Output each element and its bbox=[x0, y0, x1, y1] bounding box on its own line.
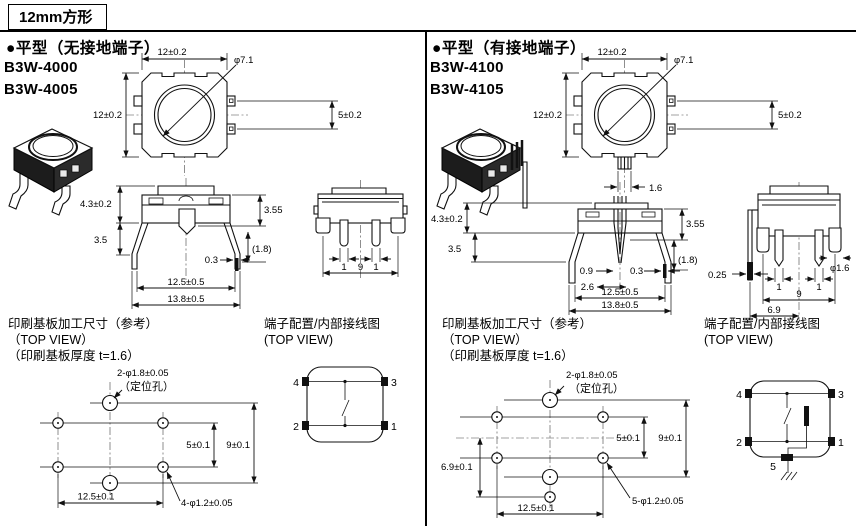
dim-label: 9 bbox=[796, 289, 801, 300]
dim-label: 1 bbox=[373, 262, 378, 273]
hole-note: （定位孔） bbox=[119, 379, 174, 393]
product-illustration-right bbox=[436, 128, 528, 216]
terminal-label: 4 bbox=[293, 377, 299, 389]
front-view-drawing-left: 1 1 9 bbox=[313, 180, 408, 280]
terminal-label: 2 bbox=[736, 437, 742, 449]
dim-label: φ7.1 bbox=[234, 55, 253, 66]
dim-label: 3.55 bbox=[686, 219, 705, 230]
top-view-drawing-right: 12±0.2 φ7.1 12±0.2 5±0.2 1.6 bbox=[533, 47, 802, 195]
dim-label: 12±0.2 bbox=[533, 110, 562, 121]
dim-label: 3.5 bbox=[448, 244, 461, 255]
hole-note: 2-φ1.8±0.05 bbox=[566, 370, 618, 381]
dim-label: 6.9±0.1 bbox=[441, 462, 473, 473]
circuit-subtitle: (TOP VIEW) bbox=[264, 333, 333, 347]
circuit-title: 端子配置/内部接线图 bbox=[704, 317, 820, 331]
series-size-label: 12mm方形 bbox=[19, 9, 93, 26]
hole-note: 5-φ1.2±0.05 bbox=[632, 496, 684, 507]
terminal-label: 4 bbox=[736, 389, 742, 401]
side-view-drawing-left: 4.3±0.2 3.5 3.55 (1.8) 0.3 12.5±0.5 13.8… bbox=[80, 178, 283, 309]
dim-label: 12.5±0.1 bbox=[78, 492, 115, 503]
dim-label: 0.9 bbox=[580, 266, 593, 277]
dim-label: 9±0.1 bbox=[226, 440, 250, 451]
top-rule bbox=[0, 30, 856, 32]
pcb-subtitle: （TOP VIEW） bbox=[442, 333, 528, 347]
dim-label: 3.55 bbox=[264, 205, 283, 216]
pcb-title: 印刷基板加工尺寸（参考） bbox=[8, 317, 159, 331]
side-view-drawing-right: 4.3±0.2 3.5 3.55 (1.8) 0.9 0.3 2.6 12.5±… bbox=[431, 182, 705, 315]
dim-label: 13.8±0.5 bbox=[168, 294, 205, 305]
circuit-caption-right: 端子配置/内部接线图 (TOP VIEW) bbox=[704, 316, 820, 348]
circuit-title: 端子配置/内部接线图 bbox=[264, 317, 380, 331]
terminal-label: 3 bbox=[838, 389, 844, 401]
model-number: B3W-4100 bbox=[430, 59, 504, 76]
p cb-subtitle: （印刷基板厚度 t=1.6） bbox=[442, 349, 574, 363]
dim-label: φ1.6 bbox=[830, 263, 849, 274]
terminal-label: 5 bbox=[770, 461, 776, 473]
dim-label: 6.9 bbox=[767, 305, 780, 316]
pcb-title: 印刷基板加工尺寸（参考） bbox=[442, 317, 593, 331]
terminal-label: 3 bbox=[391, 377, 397, 389]
dim-label: 5±0.1 bbox=[186, 440, 210, 451]
dim-label: 4.3±0.2 bbox=[80, 199, 112, 210]
dim-label: 4.3±0.2 bbox=[431, 214, 463, 225]
dim-label: 1 bbox=[776, 282, 781, 293]
dim-label: 12.5±0.5 bbox=[168, 277, 205, 288]
circuit-diagram-right: 4 3 2 1 5 bbox=[736, 380, 844, 481]
dim-label: 1 bbox=[816, 282, 821, 293]
series-size-tag: 12mm方形 bbox=[8, 4, 108, 30]
terminal-label: 2 bbox=[293, 421, 299, 433]
dim-label: 3.5 bbox=[94, 235, 107, 246]
dim-label: 9 bbox=[358, 262, 363, 273]
circuit-diagram-left: 4 3 2 1 bbox=[293, 366, 397, 443]
model-number: B3W-4005 bbox=[4, 81, 78, 98]
section-title-left: ●平型（无接地端子） bbox=[6, 40, 160, 57]
model-number: B3W-4105 bbox=[430, 81, 504, 98]
product-illustration-left bbox=[8, 128, 94, 216]
dim-label: 0.3 bbox=[630, 266, 643, 277]
dim-label: 12.5±0.1 bbox=[518, 503, 555, 514]
top-view-drawing-left: 12±0.2 φ7.1 12±0.2 5±0.2 bbox=[93, 47, 362, 176]
hole-note: 2-φ1.8±0.05 bbox=[117, 368, 169, 379]
dim-label: 0.3 bbox=[205, 255, 218, 266]
circuit-caption-left: 端子配置/内部接线图 (TOP VIEW) bbox=[264, 316, 380, 348]
model-number: B3W-4000 bbox=[4, 59, 78, 76]
front-view-drawing-right: 0.25 1 1 φ1.6 9 6.9 bbox=[708, 182, 851, 320]
circuit-subtitle: (TOP VIEW) bbox=[704, 333, 773, 347]
terminal-label: 1 bbox=[838, 437, 844, 449]
dim-label: 1.6 bbox=[649, 183, 662, 194]
dim-label: φ7.1 bbox=[674, 55, 693, 66]
pcb-subtitle: （TOP VIEW） bbox=[8, 333, 94, 347]
dim-label: 5±0.2 bbox=[338, 110, 362, 121]
pcb-subtitle: （印刷基板厚度 t=1.6） bbox=[8, 349, 140, 363]
pcb-layout-drawing-left: 2-φ1.8±0.05 （定位孔） 5±0.1 9±0.1 12.5±0.1 4… bbox=[40, 368, 258, 509]
terminal-label: 1 bbox=[391, 421, 397, 433]
hole-note: （定位孔） bbox=[569, 381, 624, 395]
dim-label: 9±0.1 bbox=[658, 433, 682, 444]
pcb-caption-right: 印刷基板加工尺寸（参考） （TOP VIEW） （印刷基板厚度 t=1.6） bbox=[442, 316, 592, 364]
hole-note: 4-φ1.2±0.05 bbox=[181, 498, 233, 509]
dim-label: (1.8) bbox=[678, 255, 698, 266]
dim-label: 13.8±0.5 bbox=[602, 300, 639, 311]
dim-label: 12±0.2 bbox=[158, 47, 187, 58]
dim-label: 2.6 bbox=[581, 282, 594, 293]
dim-label: 5±0.1 bbox=[616, 433, 640, 444]
dim-label: (1.8) bbox=[252, 244, 272, 255]
pcb-layout-drawing-right: 2-φ1.8±0.05 （定位孔） 5±0.1 9±0.1 6.9±0.1 12… bbox=[441, 370, 690, 518]
dim-label: 5±0.2 bbox=[778, 110, 802, 121]
section-title-right: ●平型（有接地端子） bbox=[432, 40, 586, 57]
column-divider bbox=[425, 31, 427, 526]
dim-label: 12.5±0.5 bbox=[602, 287, 639, 298]
dim-label: 1 bbox=[341, 262, 346, 273]
dim-label: 0.25 bbox=[708, 270, 727, 281]
dim-label: 12±0.2 bbox=[598, 47, 627, 58]
pcb-caption-left: 印刷基板加工尺寸（参考） （TOP VIEW） （印刷基板厚度 t=1.6） bbox=[8, 316, 158, 364]
dim-label: 12±0.2 bbox=[93, 110, 122, 121]
